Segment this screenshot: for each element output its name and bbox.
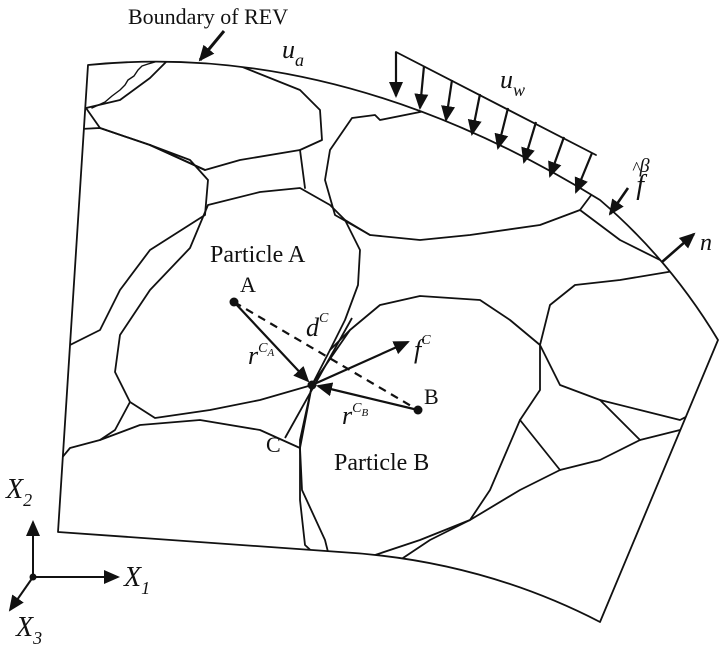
point-a-label: A	[240, 272, 256, 297]
particle-left	[59, 127, 209, 351]
vector-rcb	[316, 382, 419, 412]
coordinate-axes	[8, 520, 120, 612]
particle-a-label: Particle A	[210, 242, 306, 268]
point-b-label: B	[424, 384, 439, 409]
normal-arrow	[661, 232, 696, 263]
normal-label: n	[700, 230, 712, 256]
particle-bottom-left	[59, 419, 336, 621]
point-c-label: C	[266, 432, 281, 457]
contact-force-fc	[311, 340, 410, 387]
rcb-label: rCB	[342, 401, 368, 430]
vector-rca	[233, 301, 310, 383]
uw-label: uw	[500, 65, 525, 100]
particle-network	[59, 61, 718, 621]
branch-vector-dc	[233, 301, 419, 411]
ua-label: ua	[282, 35, 304, 70]
fc-label: fC	[414, 333, 431, 364]
x2-label: X2	[5, 474, 32, 510]
particle-b-outline	[299, 295, 541, 571]
f-beta-arrow	[608, 187, 630, 216]
rca-label: rCA	[248, 341, 274, 370]
contact-plane-line	[284, 317, 353, 439]
rev-boundary	[57, 60, 719, 623]
crack-line	[91, 61, 156, 109]
particle-bottom-right	[399, 419, 718, 561]
x3-label: X3	[15, 612, 42, 648]
particle-right	[539, 269, 718, 421]
particle-top-middle	[324, 109, 596, 241]
particle-top-left	[85, 61, 323, 171]
uw-load-arrows	[389, 51, 597, 194]
boundary-of-rev-label: Boundary of REV	[128, 4, 288, 29]
f-beta-label: f^β	[632, 155, 650, 201]
boundary-pointer-arrow	[198, 30, 226, 62]
particle-b-label: Particle B	[334, 450, 429, 476]
dc-label: dC	[306, 311, 329, 342]
x1-label: X1	[123, 562, 150, 598]
